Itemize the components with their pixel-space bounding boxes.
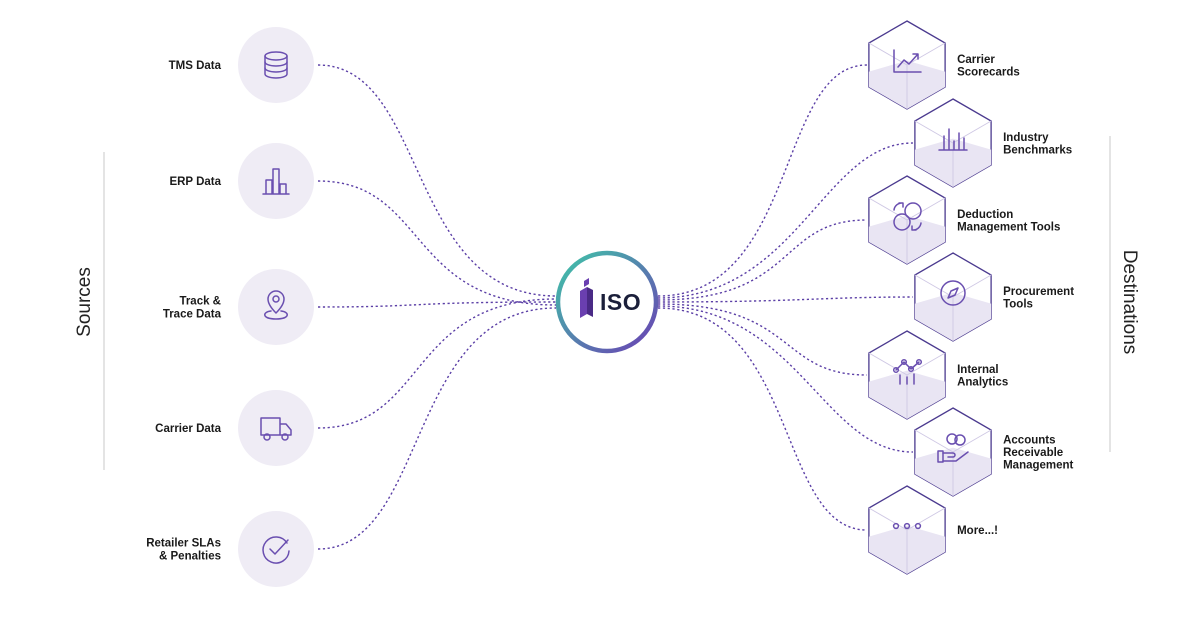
- destination-label: Internal: [957, 364, 999, 376]
- source-label: Carrier Data: [155, 423, 221, 435]
- connector-destination-6: [657, 305, 913, 453]
- source-circle: [238, 511, 314, 587]
- connector-source-5: [317, 307, 557, 550]
- destination-label: Industry: [1003, 132, 1049, 144]
- source-label: ERP Data: [169, 176, 221, 188]
- database-icon: [264, 51, 288, 79]
- destination-label: Receivable: [1003, 447, 1063, 459]
- hexagon-edges: [914, 429, 992, 496]
- destination-label: Benchmarks: [1003, 144, 1072, 156]
- source-label: & Penalties: [159, 551, 221, 563]
- bar-chart-icon: [262, 168, 290, 195]
- connector-source-2: [317, 180, 557, 306]
- hub-ring: [555, 250, 659, 354]
- connector-source-1: [317, 64, 557, 297]
- sources-title: Sources: [74, 267, 95, 337]
- source-tms-data[interactable]: TMS Data: [169, 27, 314, 103]
- source-label: Trace Data: [163, 309, 222, 321]
- hub-label: ISO: [600, 289, 641, 315]
- ellipsis-icon: [892, 522, 922, 530]
- destination-label: Management: [1003, 460, 1073, 472]
- source-carrier-data[interactable]: Carrier Data: [155, 390, 314, 466]
- source-circle: [238, 27, 314, 103]
- hand-coins-icon: [937, 433, 969, 463]
- connector-source-4: [317, 298, 557, 429]
- source-erp-data[interactable]: ERP Data: [169, 143, 314, 219]
- destination-label: Tools: [1003, 298, 1033, 310]
- destinations-title: Destinations: [1119, 250, 1140, 355]
- connector-destination-2: [657, 142, 913, 299]
- source-track-trace-data[interactable]: Track &Trace Data: [163, 269, 314, 345]
- iso-logo-icon: [580, 278, 593, 318]
- connector-destination-4: [657, 296, 913, 303]
- source-circle: [238, 390, 314, 466]
- source-retailer-slas-penalties[interactable]: Retailer SLAs& Penalties: [146, 511, 314, 587]
- destination-label: Carrier: [957, 54, 995, 66]
- destination-more[interactable]: More...!: [868, 485, 998, 575]
- source-circle: [238, 143, 314, 219]
- destination-label: More...!: [957, 525, 998, 537]
- compass-icon: [940, 280, 966, 306]
- line-chart-icon: [893, 49, 922, 73]
- connector-lines: [317, 64, 913, 550]
- connector-destination-3: [657, 219, 867, 301]
- source-label: Track &: [179, 296, 221, 308]
- check-circle-icon: [262, 536, 290, 564]
- hexagon-edges: [868, 507, 946, 574]
- destination-label: Management Tools: [957, 221, 1060, 233]
- source-label: TMS Data: [169, 60, 222, 72]
- connector-destination-1: [657, 64, 867, 297]
- connector-source-3: [317, 301, 557, 308]
- destination-label: Deduction: [957, 209, 1013, 221]
- destination-label: Procurement: [1003, 286, 1074, 298]
- iso-hub[interactable]: ISO: [555, 250, 659, 354]
- bar-graph-icon: [938, 128, 968, 151]
- source-label: Retailer SLAs: [146, 538, 221, 550]
- truck-icon: [260, 417, 292, 441]
- coins-exchange-icon: [893, 202, 922, 231]
- connector-destination-5: [657, 303, 867, 376]
- destination-label: Accounts: [1003, 435, 1055, 447]
- destinations-list: CarrierScorecardsIndustryBenchmarksDeduc…: [868, 20, 1074, 575]
- location-pin-icon: [264, 290, 288, 320]
- destination-label: Scorecards: [957, 66, 1020, 78]
- analytics-nodes-icon: [892, 358, 923, 385]
- destination-label: Analytics: [957, 376, 1008, 388]
- source-circle: [238, 269, 314, 345]
